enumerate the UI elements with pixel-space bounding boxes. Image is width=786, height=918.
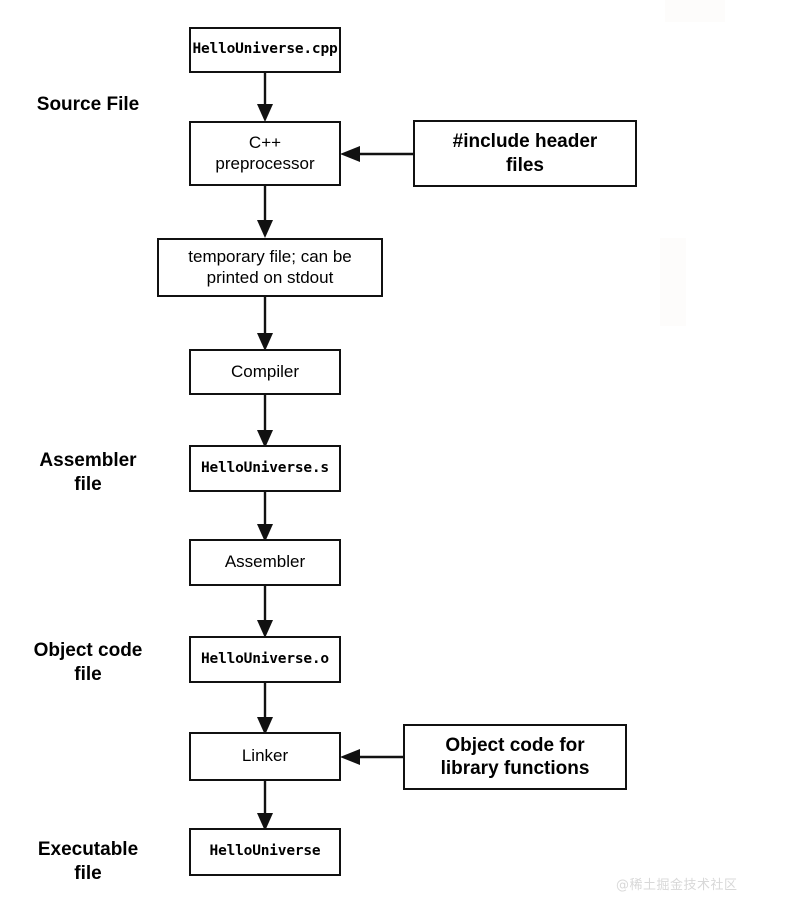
edge-linker-to-executable [257,779,273,831]
caption-source-file: Source File [36,94,140,115]
node-label: HelloUniverse.s [201,459,329,476]
node-linker[interactable]: Linker [189,732,341,781]
edge-source-to-preprocessor [257,70,273,122]
node-label: Assembler [224,552,306,572]
node-cpp-preprocessor[interactable]: C++ preprocessor [189,121,341,186]
edge-compiler-to-assembly-file [257,393,273,448]
node-hellouniverse-s[interactable]: HelloUniverse.s [189,445,341,492]
node-label: Linker [241,746,289,766]
node-label: #include header files [452,131,598,176]
edge-assembly-file-to-assembler [257,490,273,542]
caption-object-code-file: Object code file [33,640,143,685]
caption-executable-file: Executable file [37,839,139,884]
caption-assembler-file: Assembler file [39,450,137,495]
edge-preprocessor-to-tempfile [257,184,273,238]
node-hellouniverse-o[interactable]: HelloUniverse.o [189,636,341,683]
node-object-code-library[interactable]: Object code for library functions [403,724,627,790]
node-label: HelloUniverse [209,843,321,860]
watermark: @稀土掘金技术社区 [616,878,738,893]
node-compiler[interactable]: Compiler [189,349,341,395]
node-label: temporary file; can be printed on stdout [188,246,352,287]
node-label: C++ preprocessor [215,132,315,173]
edge-tempfile-to-compiler [257,296,273,351]
node-label: Object code for library functions [440,734,590,779]
edge-include-to-preprocessor [340,146,416,162]
node-hellouniverse-cpp[interactable]: HelloUniverse.cpp [189,27,341,73]
node-include-header-files[interactable]: #include header files [413,120,637,187]
node-label: Compiler [230,361,300,381]
node-hellouniverse-executable[interactable]: HelloUniverse [189,828,341,876]
background-artifact [665,0,725,22]
edge-library-to-linker [340,749,406,765]
node-label: HelloUniverse.o [201,650,329,667]
node-temporary-file[interactable]: temporary file; can be printed on stdout [157,238,383,297]
edge-assembler-to-object-file [257,584,273,638]
edge-object-file-to-linker [257,680,273,735]
node-assembler[interactable]: Assembler [189,539,341,586]
background-artifact [660,238,686,326]
node-label: HelloUniverse.cpp [192,41,338,58]
